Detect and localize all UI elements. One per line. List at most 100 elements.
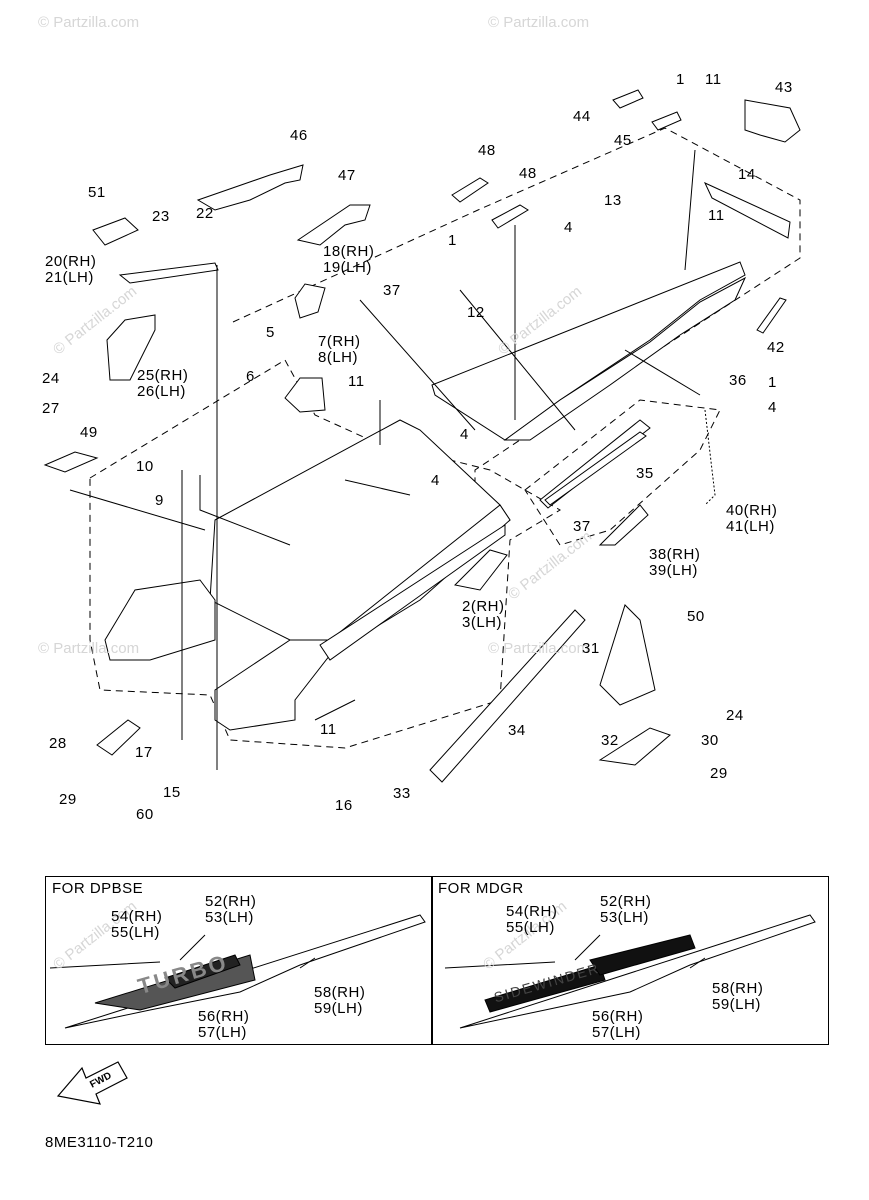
inset-title: FOR MDGR <box>438 880 524 897</box>
trim-47 <box>296 204 371 246</box>
part-label: 37 <box>573 518 591 535</box>
part-label: 55(LH) <box>506 919 555 936</box>
part-label: 60 <box>136 806 154 823</box>
part-label: 22 <box>196 205 214 222</box>
pad-48b <box>491 204 529 229</box>
part-label: 4 <box>768 399 777 416</box>
part-label: 56(RH) <box>198 1008 250 1025</box>
part-label: 33 <box>393 785 411 802</box>
part-label: 53(LH) <box>205 909 254 926</box>
sticker-45 <box>651 111 682 131</box>
footrest-31 <box>599 604 656 706</box>
part-label: 1 <box>768 374 777 391</box>
mdgr-decal-mid <box>484 964 606 1013</box>
trim-46 <box>196 164 304 211</box>
group-outline-frame <box>89 359 561 749</box>
part-label: 34 <box>508 722 526 739</box>
part-label: 1 <box>448 232 457 249</box>
part-label: 30 <box>701 732 719 749</box>
pad-48a <box>451 177 489 203</box>
part-label: 23 <box>152 208 170 225</box>
chain-40 <box>704 409 716 506</box>
part-label: 44 <box>573 108 591 125</box>
bracket-7 <box>284 377 326 413</box>
duct-18 <box>294 283 326 319</box>
part-label: 16 <box>335 797 353 814</box>
part-label: 11 <box>348 373 365 390</box>
tunnel-lower <box>503 276 747 441</box>
part-label: 15 <box>163 784 181 801</box>
watermark: © Partzilla.com <box>488 14 590 31</box>
inset-title: FOR DPBSE <box>52 880 144 897</box>
chassis-left-plate <box>104 579 216 661</box>
part-label: 13 <box>604 192 622 209</box>
bracket-14 <box>703 181 791 239</box>
part-label: 51 <box>88 184 106 201</box>
brace-20 <box>118 262 219 284</box>
part-label: 58(RH) <box>314 984 366 1001</box>
part-label: 4 <box>431 472 440 489</box>
part-label: 58(RH) <box>712 980 764 997</box>
group-outline-main <box>232 127 801 520</box>
part-label: 14 <box>738 166 756 183</box>
part-label: 42 <box>767 339 785 356</box>
part-label: 36 <box>729 372 747 389</box>
part-label: 12 <box>467 304 485 321</box>
group-outline-rear <box>524 399 721 546</box>
cover-51 <box>92 217 139 246</box>
part-label: 5 <box>266 324 275 341</box>
mdgr-decal-top <box>589 934 696 976</box>
part-label: 11 <box>705 71 722 88</box>
part-label: 52(RH) <box>205 893 257 910</box>
part-label: 47 <box>338 167 356 184</box>
part-label: 2(RH) 3(LH) <box>462 598 505 631</box>
bracket-25 <box>106 314 156 381</box>
inset-box-dpbse: FOR DPBSE 52(RH) 53(LH) 54(RH) 55(LH) 56… <box>45 876 433 1045</box>
plate-38 <box>598 504 649 546</box>
part-label: 11 <box>320 721 337 738</box>
mdgr-decal-outline <box>459 914 816 1029</box>
chassis-rail <box>319 524 506 661</box>
part-label: 29 <box>59 791 77 808</box>
part-label: 46 <box>290 127 308 144</box>
diagram-code: 8ME3110-T210 <box>45 1134 154 1151</box>
cooler-tube <box>429 609 586 783</box>
part-label: 24 <box>726 707 744 724</box>
part-label: 53(LH) <box>600 909 649 926</box>
rail-35 <box>544 431 647 506</box>
footrest-30 <box>598 727 671 766</box>
tunnel-deck <box>431 261 746 441</box>
part-label: 20(RH) 21(LH) <box>45 253 97 286</box>
part-label: 48 <box>519 165 537 182</box>
part-label: 32 <box>601 732 619 749</box>
part-label: 25(RH) 26(LH) <box>137 367 189 400</box>
part-label: 40(RH) 41(LH) <box>726 502 778 535</box>
part-label: 9 <box>155 492 164 509</box>
part-label: 52(RH) <box>600 893 652 910</box>
part-label: 29 <box>710 765 728 782</box>
part-label: 35 <box>636 465 654 482</box>
part-label: 54(RH) <box>111 908 163 925</box>
part-label: 18(RH) 19(LH) <box>323 243 375 276</box>
part-label: 17 <box>135 744 153 761</box>
part-label: 28 <box>49 735 67 752</box>
part-label: 4 <box>460 426 469 443</box>
part-label: 56(RH) <box>592 1008 644 1025</box>
bracket-2 <box>453 549 508 591</box>
part-label: 38(RH) 39(LH) <box>649 546 701 579</box>
part-label: 1 <box>676 71 685 88</box>
plate-49 <box>43 451 99 473</box>
part-label: 10 <box>136 458 154 475</box>
dpbse-decal-top <box>164 954 241 989</box>
part-label: 48 <box>478 142 496 159</box>
sticker-44 <box>612 89 644 109</box>
part-label: 49 <box>80 424 98 441</box>
leader-lines <box>69 149 701 740</box>
watermark: © Partzilla.com <box>488 640 590 657</box>
mount-43 <box>744 99 801 143</box>
watermark: © Partzilla.com <box>38 14 140 31</box>
part-label: 37 <box>383 282 401 299</box>
watermark: © Partzilla.com <box>38 640 140 657</box>
